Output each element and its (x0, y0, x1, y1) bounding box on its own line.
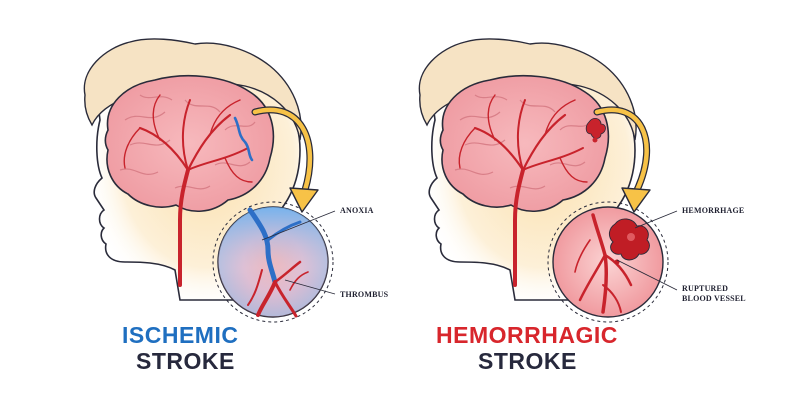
blocked-vessel-left (233, 116, 254, 162)
brain-folds-right (454, 94, 591, 190)
ischemic-title: ISCHEMIC (122, 322, 239, 348)
label-hemorrhage: HEMORRHAGE (682, 206, 745, 215)
zoom-outline-right (547, 201, 669, 323)
ischemic-panel (83, 38, 336, 323)
bleed-drop-right (592, 137, 598, 143)
brain-right (439, 74, 610, 212)
zoom-vessels-right (574, 213, 633, 314)
label-ruptured-line1: RUPTURED (682, 284, 729, 293)
hemorrhagic-panel (418, 38, 678, 323)
zoom-tint-left (218, 207, 328, 317)
label-thrombus: THROMBUS (340, 290, 389, 299)
label-ruptured-vessel: RUPTURED BLOOD VESSEL (682, 284, 746, 304)
ischemic-subtitle: STROKE (136, 348, 235, 374)
hemorrhagic-title: HEMORRHAGIC (436, 322, 618, 348)
leader-thrombus (284, 279, 336, 295)
zoom-arrowhead-right (621, 187, 651, 213)
hair-left (83, 38, 302, 141)
label-anoxia: ANOXIA (340, 206, 374, 215)
bleed-spot-right (585, 118, 606, 139)
brain-left (104, 74, 275, 212)
vessels-right (458, 94, 588, 287)
zoom-vessels-left (247, 207, 309, 318)
zoom-arrow-right-fill (594, 107, 649, 193)
hemorrhage-highlight (627, 233, 635, 241)
leader-anoxia (261, 210, 336, 241)
leader-ruptured (616, 259, 678, 291)
brain-folds-left (119, 94, 256, 190)
leader-hemorrhage (634, 210, 678, 229)
zoom-arrowhead-left (289, 187, 319, 213)
hair-right (418, 38, 637, 141)
label-ruptured-line2: BLOOD VESSEL (682, 294, 746, 303)
hemorrhagic-subtitle: STROKE (478, 348, 577, 374)
vessels-left (123, 94, 253, 287)
zoom-arrow-left-fill (252, 107, 313, 193)
zoom-outline-left (212, 201, 334, 323)
